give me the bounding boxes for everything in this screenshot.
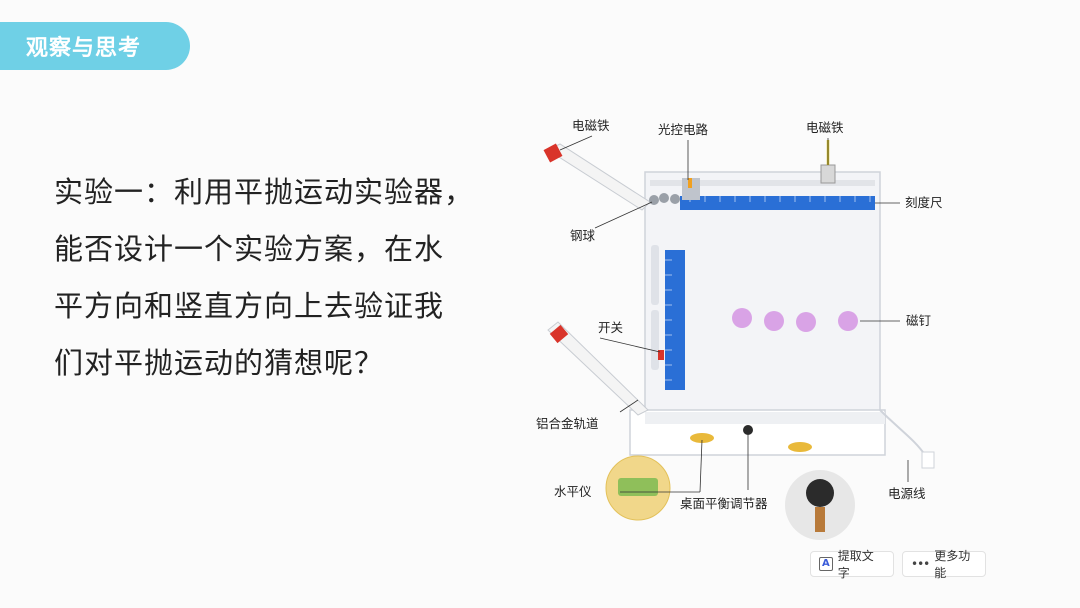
extract-text-button[interactable]: A 提取文字 (810, 551, 894, 577)
question-line: 们对平抛运动的猜想呢？ (54, 335, 484, 392)
steel-ball (659, 193, 669, 203)
question-text: 实验一：利用平抛运动实验器， 能否设计一个实验方案，在水 平方向和竖直方向上去验… (54, 164, 484, 392)
label-balance-adjuster: 桌面平衡调节器 (680, 496, 768, 511)
more-functions-label: 更多功能 (934, 547, 977, 581)
topic-tag: 观察与思考 (0, 22, 190, 70)
steel-ball (649, 195, 659, 205)
label-switch: 开关 (598, 320, 623, 335)
label-electromagnet-right: 电磁铁 (806, 120, 844, 135)
text-extract-icon: A (819, 557, 833, 571)
label-magnet-pin: 磁钉 (906, 313, 932, 328)
label-scale: 刻度尺 (905, 195, 943, 210)
label-electromagnet-left: 电磁铁 (572, 118, 610, 133)
apparatus-figure: 电磁铁 光控电路 电磁铁 刻度尺 钢球 磁钉 开关 铝合金轨道 水平仪 桌面平衡… (530, 110, 960, 550)
steel-ball (670, 194, 680, 204)
label-light-control: 光控电路 (658, 122, 709, 137)
label-power-cord: 电源线 (888, 486, 926, 501)
magnet-pin (764, 311, 784, 331)
label-track: 铝合金轨道 (536, 416, 599, 431)
question-line: 平方向和竖直方向上去验证我 (54, 278, 484, 335)
question-line: 实验一：利用平抛运动实验器， (54, 164, 484, 221)
electromagnet-right-device (821, 165, 835, 183)
horizontal-ruler (680, 196, 875, 210)
power-cord (880, 410, 925, 455)
more-dots-icon: ••• (911, 557, 929, 571)
magnet-pin (838, 311, 858, 331)
balance-knob (743, 425, 753, 435)
magnet-pin (796, 312, 816, 332)
label-steel-ball: 钢球 (570, 228, 596, 243)
magnet-pin (732, 308, 752, 328)
extract-text-label: 提取文字 (838, 547, 885, 581)
more-functions-button[interactable]: ••• 更多功能 (902, 551, 986, 577)
label-level: 水平仪 (554, 484, 592, 499)
upper-track (548, 144, 650, 210)
question-line: 能否设计一个实验方案，在水 (54, 221, 484, 278)
